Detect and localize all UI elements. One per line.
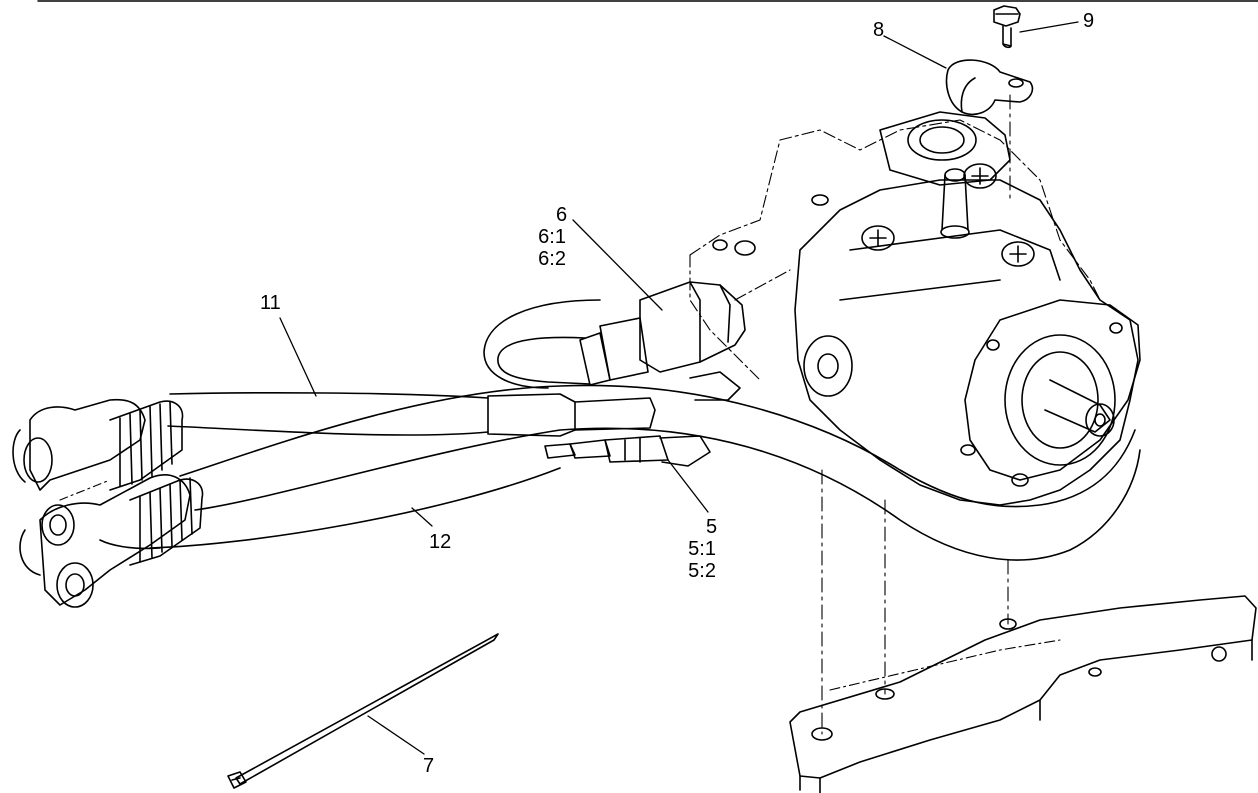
mounting-bracket <box>789 595 1257 793</box>
cap-screw <box>993 5 1021 49</box>
callout-9: 9 <box>1083 10 1095 32</box>
callout-5-main: 5 <box>706 516 718 538</box>
callout-6-2: 6:2 <box>538 248 566 270</box>
callout-5-2: 5:2 <box>688 560 716 582</box>
callout-11: 11 <box>260 292 281 314</box>
quick-couplers <box>12 398 204 608</box>
callout-5-1: 5:1 <box>688 538 716 560</box>
callout-7: 7 <box>423 755 435 777</box>
cable-tie <box>227 633 499 789</box>
hydraulic-pump <box>689 111 1141 506</box>
callout-6: 6 6:1 6:2 <box>538 204 568 270</box>
callout-6-1: 6:1 <box>538 226 566 248</box>
elbow-fitting <box>579 281 746 401</box>
leader-lines <box>279 21 1079 755</box>
hose-clamp <box>945 59 1034 116</box>
callout-6-main: 6 <box>556 204 568 226</box>
callout-8: 8 <box>873 19 885 41</box>
callout-5: 5 5:1 5:2 <box>688 516 718 582</box>
hose-12 <box>99 384 1141 561</box>
alignment-lines <box>821 94 1011 735</box>
return-hose <box>483 299 601 389</box>
callout-12: 12 <box>429 531 452 553</box>
hose-11 <box>167 392 656 437</box>
straight-fitting <box>544 435 711 467</box>
